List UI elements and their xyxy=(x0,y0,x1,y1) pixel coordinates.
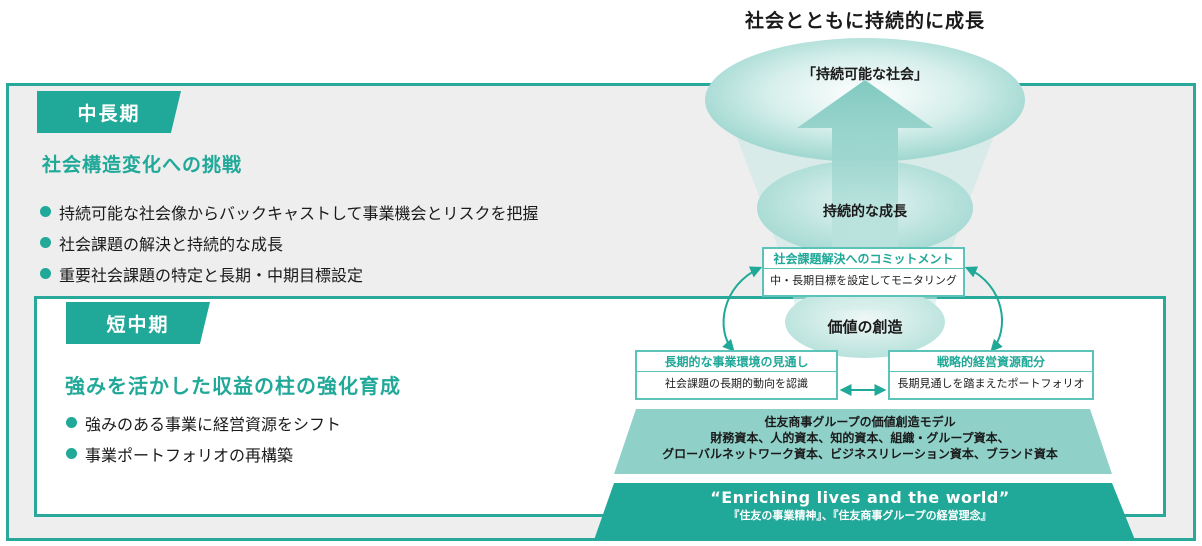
short-term-heading: 強みを活かした収益の柱の強化育成 xyxy=(65,374,401,398)
tag-long-term: 中長期 xyxy=(37,91,181,133)
long-term-heading: 社会構造変化への挑戦 xyxy=(42,154,243,176)
list-item: 持続可能な社会像からバックキャストして事業機会とリスクを把握 xyxy=(40,196,539,227)
bullet-dot-icon xyxy=(66,448,77,459)
ellipse-value xyxy=(785,286,945,358)
label-sustainable-growth: 持続的な成長 xyxy=(823,204,907,220)
allocation-title: 戦略的経営資源配分 xyxy=(890,352,1092,372)
list-item: 重要社会課題の特定と長期・中期目標設定 xyxy=(40,258,539,289)
allocation-box: 戦略的経営資源配分 長期見通しを踏まえたポートフォリオ xyxy=(888,350,1094,400)
environment-box: 長期的な事業環境の見通し 社会課題の長期的動向を認識 xyxy=(635,350,838,400)
allocation-body: 長期見通しを踏まえたポートフォリオ xyxy=(897,377,1085,390)
list-item: 強みのある事業に経営資源をシフト xyxy=(66,407,341,438)
diagram-title: 社会とともに持続的に成長 xyxy=(744,10,985,32)
bullet-dot-icon xyxy=(66,417,77,428)
commitment-body: 中・長期目標を設定してモニタリング xyxy=(770,274,957,287)
list-item: 社会課題の解決と持続的な成長 xyxy=(40,227,539,258)
label-sustainable-society: 「持続可能な社会」 xyxy=(802,67,928,83)
foundation-quote: “Enriching lives and the world” xyxy=(710,488,1010,507)
long-term-bullets: 持続可能な社会像からバックキャストして事業機会とリスクを把握 社会課題の解決と持… xyxy=(40,196,539,289)
list-item: 事業ポートフォリオの再構築 xyxy=(66,438,341,469)
environment-body: 社会課題の長期的動向を認識 xyxy=(665,377,808,390)
foundation-sub: 『住友の事業精神』、『住友商事グループの経営理念』 xyxy=(728,509,992,522)
bullet-dot-icon xyxy=(40,206,51,217)
tag-short-term: 短中期 xyxy=(66,302,210,344)
foundation-text: “Enriching lives and the world” 『住友の事業精神… xyxy=(605,488,1115,524)
commitment-box: 社会課題解決へのコミットメント 中・長期目標を設定してモニタリング xyxy=(762,247,965,297)
value-model-text: 住友商事グループの価値創造モデル 財務資本、人的資本、知的資本、組織・グループ資… xyxy=(662,415,1058,461)
value-model-trapezoid xyxy=(614,409,1112,474)
arrow-commit-alloc xyxy=(964,266,1004,352)
label-value-creation: 価値の創造 xyxy=(827,318,903,336)
arrow-commit-env xyxy=(722,266,763,352)
foundation-trapezoid xyxy=(594,483,1135,540)
commitment-title: 社会課題解決へのコミットメント xyxy=(764,249,963,269)
bullet-dot-icon xyxy=(40,268,51,279)
short-term-bullets: 強みのある事業に経営資源をシフト 事業ポートフォリオの再構築 xyxy=(66,407,341,469)
bullet-dot-icon xyxy=(40,237,51,248)
environment-title: 長期的な事業環境の見通し xyxy=(637,352,836,372)
growth-arrow xyxy=(797,80,933,310)
